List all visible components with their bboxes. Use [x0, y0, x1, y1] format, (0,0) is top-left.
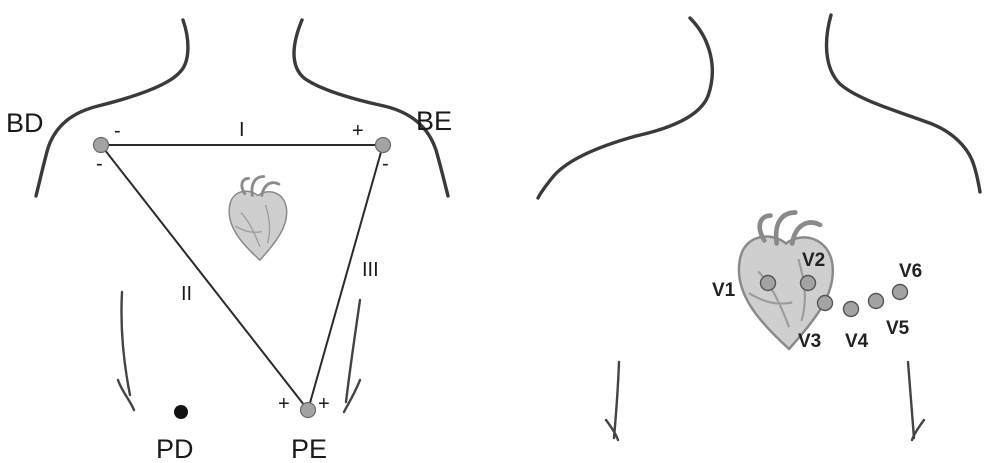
- label-v2: V2: [802, 250, 825, 271]
- electrode-v4: [844, 302, 859, 317]
- electrode-be: [376, 138, 391, 153]
- heart-icon: [229, 177, 287, 261]
- label-pe: PE: [291, 434, 327, 463]
- left-torso-panel: BD BE PD PE I II III - - + - + +: [6, 20, 452, 463]
- electrode-v2: [801, 276, 816, 291]
- label-lead-2: II: [181, 283, 192, 305]
- sign-pe-right: +: [318, 393, 330, 415]
- label-pd: PD: [156, 434, 194, 463]
- electrode-pe: [301, 403, 316, 418]
- heart-icon: [739, 213, 833, 349]
- electrode-v6: [893, 285, 908, 300]
- electrode-pd: [174, 405, 188, 419]
- label-lead-1: I: [239, 119, 245, 141]
- label-lead-3: III: [362, 259, 379, 281]
- label-bd: BD: [6, 108, 44, 138]
- label-v1: V1: [712, 280, 736, 301]
- label-v3: V3: [798, 331, 821, 352]
- electrode-v3: [818, 296, 833, 311]
- label-v5: V5: [886, 318, 910, 339]
- sign-bd-top: -: [114, 120, 121, 142]
- electrode-v5: [869, 294, 884, 309]
- right-torso-panel: V1 V2 V3 V4 V5 V6: [538, 15, 980, 440]
- electrode-bd: [94, 138, 109, 153]
- label-v4: V4: [845, 331, 869, 352]
- sign-be-bottom: -: [382, 153, 389, 175]
- electrode-v1: [761, 276, 776, 291]
- sign-be-top: +: [352, 120, 364, 142]
- label-be: BE: [416, 106, 452, 136]
- label-v6: V6: [899, 261, 922, 282]
- sign-bd-bottom: -: [96, 153, 103, 175]
- sign-pe-left: +: [278, 393, 290, 415]
